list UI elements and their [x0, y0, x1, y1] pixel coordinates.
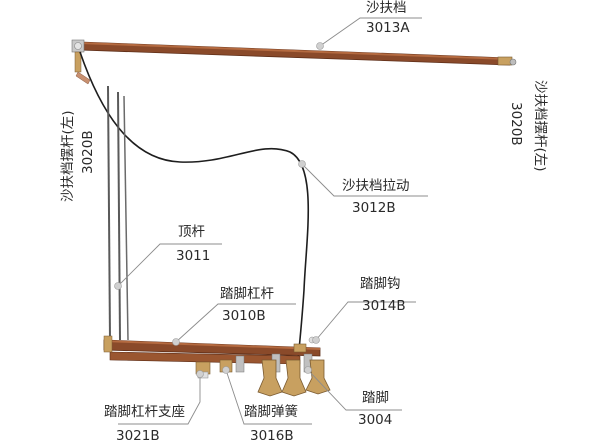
leader-push-rod — [117, 243, 222, 287]
label-pedal-hook: 踏脚钩 — [360, 276, 401, 292]
leader-pedal-lever — [175, 303, 296, 343]
leader-lines — [117, 17, 428, 425]
damper-rail-part — [71, 39, 517, 85]
leader-pedal-hook — [315, 301, 416, 341]
damper-pull-wire-part — [79, 51, 310, 361]
push-rod-part — [107, 85, 129, 341]
code-damper-rail: 3013A — [366, 20, 410, 36]
leader-pedal-lever-bracket — [118, 374, 201, 425]
code-damper-pull-wire: 3012B — [352, 200, 396, 216]
label-pedal: 踏脚 — [362, 390, 389, 406]
callout-dots — [114, 42, 324, 378]
code-pedal-spring: 3016B — [250, 428, 294, 444]
label-pedal-spring: 踏脚弹簧 — [244, 404, 298, 420]
leader-pedal — [307, 369, 402, 411]
label-pedal-lever-bracket: 踏脚杠杆支座 — [104, 404, 185, 420]
label-push-rod: 顶杆 — [178, 224, 205, 240]
code-pedal-hook: 3014B — [362, 298, 406, 314]
leader-pedal-spring — [225, 369, 312, 425]
code-damper-lever-left-a: 3020B — [80, 130, 96, 174]
label-damper-lever-left-a: 沙扶档摆杆(左) — [60, 110, 76, 202]
label-damper-pull-wire: 沙扶档拉动 — [342, 178, 410, 194]
pedal-part — [257, 359, 331, 397]
code-pedal-lever-bracket: 3021B — [116, 428, 160, 444]
label-pedal-lever: 踏脚杠杆 — [220, 286, 274, 302]
code-pedal: 3004 — [358, 412, 393, 428]
code-push-rod: 3011 — [176, 248, 211, 264]
code-pedal-lever: 3010B — [222, 308, 266, 324]
label-damper-rail: 沙扶档 — [366, 0, 407, 16]
leader-damper-pull-wire — [301, 163, 428, 197]
label-damper-lever-left-b: 沙扶档摆杆(左) — [532, 80, 548, 172]
leader-damper-rail — [319, 17, 422, 47]
code-damper-lever-left-b: 3020B — [508, 102, 524, 146]
